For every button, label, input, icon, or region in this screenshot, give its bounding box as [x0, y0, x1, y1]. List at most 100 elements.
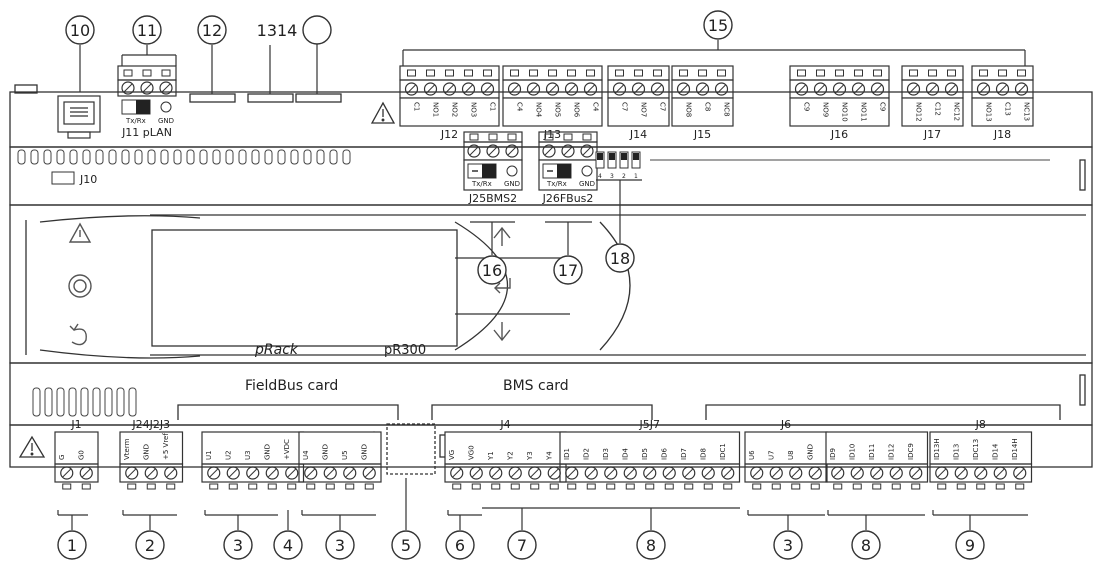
screw-terminal[interactable] [909, 466, 923, 490]
screw-terminal[interactable] [207, 466, 221, 490]
screw-terminal[interactable] [993, 466, 1007, 490]
pin-label: G0 [77, 450, 85, 460]
screw-terminal[interactable] [304, 466, 318, 490]
prg-button[interactable] [68, 274, 92, 298]
screw-terminal[interactable] [974, 466, 988, 490]
screw-terminal[interactable] [623, 466, 637, 490]
screw-terminal[interactable] [507, 69, 522, 96]
screw-terminal[interactable] [528, 466, 542, 490]
screw-terminal[interactable] [769, 466, 783, 490]
screw-terminal[interactable] [79, 466, 93, 490]
screw-terminal[interactable] [750, 466, 764, 490]
screw-terminal[interactable] [564, 69, 579, 96]
screw-terminal[interactable] [480, 69, 495, 96]
screw-terminal[interactable] [682, 466, 696, 490]
connector-label: J18 [993, 128, 1011, 141]
pin-label: C9 [803, 102, 811, 111]
screw-terminal[interactable] [285, 466, 299, 490]
screw-terminal[interactable] [246, 466, 260, 490]
screw-terminal[interactable] [265, 466, 279, 490]
screw-terminal[interactable] [889, 466, 903, 490]
screw-terminal[interactable] [164, 466, 178, 490]
screw-terminal[interactable] [508, 466, 522, 490]
screw-terminal[interactable] [995, 69, 1010, 96]
screw-terminal[interactable] [870, 69, 885, 96]
screw-terminal[interactable] [831, 466, 845, 490]
enter-button[interactable] [494, 278, 511, 294]
pin-label: NC13 [1023, 102, 1031, 121]
screw-terminal[interactable] [1013, 466, 1027, 490]
screw-terminal[interactable] [832, 69, 847, 96]
callout-number: 17 [558, 261, 578, 280]
screw-terminal[interactable] [631, 69, 646, 96]
screw-terminal[interactable] [701, 466, 715, 490]
screw-terminal[interactable] [643, 466, 657, 490]
screw-terminal[interactable] [404, 69, 419, 96]
pin-label: NO13 [985, 102, 993, 122]
callout-17: 17 [545, 221, 592, 285]
screw-terminal[interactable] [954, 466, 968, 490]
screw-terminal[interactable] [461, 69, 476, 96]
screw-terminal[interactable] [850, 466, 864, 490]
alarm-button[interactable] [68, 222, 92, 243]
screw-terminal[interactable] [526, 69, 541, 96]
screw-terminal[interactable] [1014, 69, 1029, 96]
screw-terminal[interactable] [450, 466, 464, 490]
screw-terminal[interactable] [547, 466, 561, 490]
down-button[interactable] [493, 322, 511, 342]
screw-terminal[interactable] [584, 466, 598, 490]
callout-3: 3 [204, 510, 278, 560]
screw-terminal[interactable] [650, 69, 665, 96]
screw-terminal[interactable] [789, 466, 803, 490]
warning-icon [18, 435, 46, 458]
screw-terminal[interactable] [604, 466, 618, 490]
screw-terminal[interactable] [125, 466, 139, 490]
screw-terminal[interactable] [144, 466, 158, 490]
screw-terminal[interactable] [944, 69, 959, 96]
callout-16: 16 [470, 221, 515, 285]
screw-terminal[interactable] [925, 69, 940, 96]
screw-terminal[interactable] [423, 69, 438, 96]
connector-label: J6 [780, 418, 791, 431]
connector-label: J17 [923, 128, 941, 141]
callout-2: 2 [122, 510, 177, 560]
screw-terminal[interactable] [60, 466, 74, 490]
screw-terminal[interactable] [442, 69, 457, 96]
screw-terminal[interactable] [870, 466, 884, 490]
screw-terminal[interactable] [565, 466, 579, 490]
screw-terminal[interactable] [714, 69, 729, 96]
screw-terminal[interactable] [676, 69, 691, 96]
screw-terminal[interactable] [808, 466, 822, 490]
screw-terminal[interactable] [794, 69, 809, 96]
screw-terminal[interactable] [323, 466, 337, 490]
screw-terminal[interactable] [612, 69, 627, 96]
screw-terminal[interactable] [583, 69, 598, 96]
callout-8: 8 [827, 510, 925, 560]
callout-7: 7 [482, 507, 560, 560]
pin-label: GND [158, 117, 174, 125]
pin-label: NC8 [723, 102, 731, 117]
screw-terminal[interactable] [813, 69, 828, 96]
screw-terminal[interactable] [935, 466, 949, 490]
screw-terminal[interactable] [906, 69, 921, 96]
screw-terminal[interactable] [469, 466, 483, 490]
up-button[interactable] [493, 226, 511, 246]
screw-terminal[interactable] [721, 466, 735, 490]
screw-terminal[interactable] [362, 466, 376, 490]
screw-terminal[interactable] [226, 466, 240, 490]
pin-label: Y3 [526, 451, 534, 461]
screw-terminal[interactable] [545, 69, 560, 96]
pin-label: IDC9 [907, 443, 915, 460]
esc-button[interactable] [69, 323, 87, 346]
screw-terminal[interactable] [695, 69, 710, 96]
screw-terminal[interactable] [489, 466, 503, 490]
screw-terminal[interactable] [343, 466, 357, 490]
screw-terminal[interactable] [976, 69, 991, 96]
screw-terminal[interactable] [662, 466, 676, 490]
screw-terminal[interactable] [851, 69, 866, 96]
